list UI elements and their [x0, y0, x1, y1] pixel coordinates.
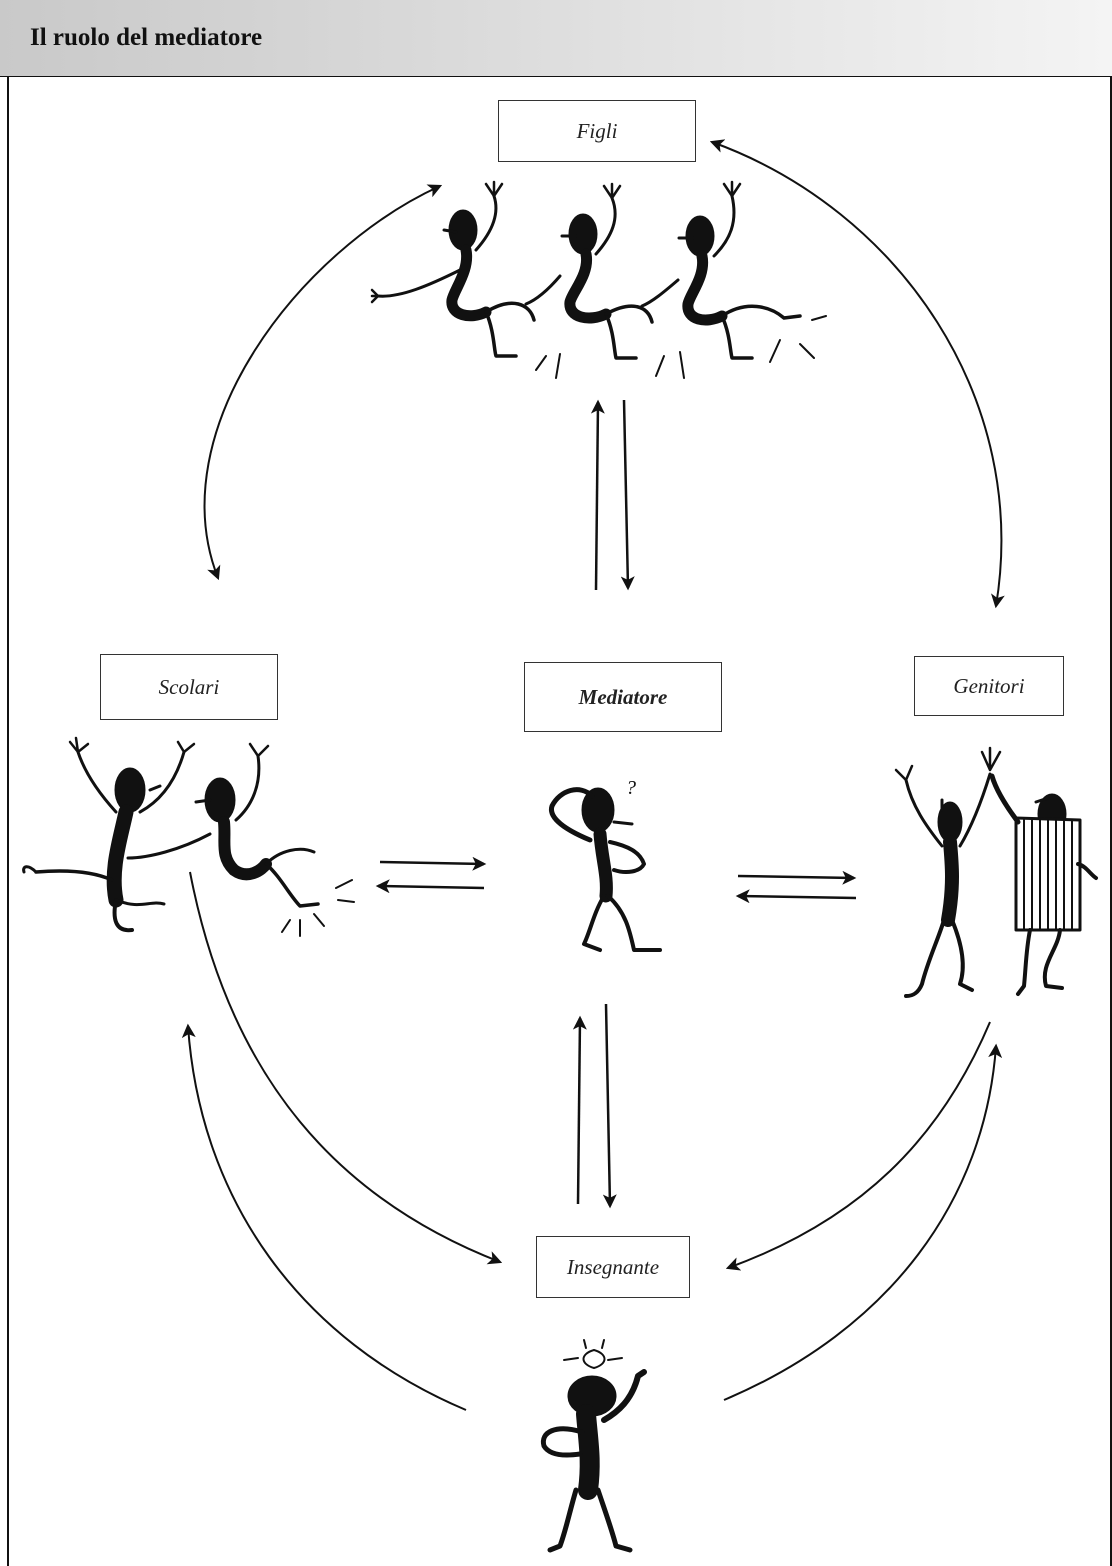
svg-text:?: ?: [626, 777, 636, 799]
page-title: Il ruolo del mediatore: [30, 24, 263, 51]
genitori-figures-icon: [894, 746, 1098, 998]
arrow-figli-scolari: [203, 184, 443, 581]
arrow-insegnante-genitori: [725, 1021, 991, 1271]
node-insegnante: Insegnante: [536, 1236, 690, 1298]
diagram-frame: [7, 76, 1112, 1566]
arrows-mediatore-genitori: [735, 870, 857, 904]
node-scolari: Scolari: [100, 654, 278, 720]
arrows-mediatore-insegnante: [572, 1003, 617, 1209]
header-bar: Il ruolo del mediatore: [0, 0, 1112, 77]
arrow-scolari-insegnante: [189, 871, 503, 1265]
node-mediatore: Mediatore: [524, 662, 722, 732]
arrows-figli-mediatore: [590, 399, 635, 591]
node-genitori: Genitori: [914, 656, 1064, 716]
arrow-outer-left: [181, 1023, 467, 1411]
scolari-figures-icon: [22, 736, 355, 937]
arrow-outer-right: [723, 1043, 1003, 1401]
insegnante-figure-icon: [540, 1339, 647, 1553]
mediatore-figure-icon: ?: [549, 777, 662, 952]
arrows-scolari-mediatore: [375, 856, 487, 894]
figli-figures-icon: [370, 180, 827, 379]
node-figli: Figli: [498, 100, 696, 162]
arrow-figli-genitori: [709, 139, 1005, 609]
